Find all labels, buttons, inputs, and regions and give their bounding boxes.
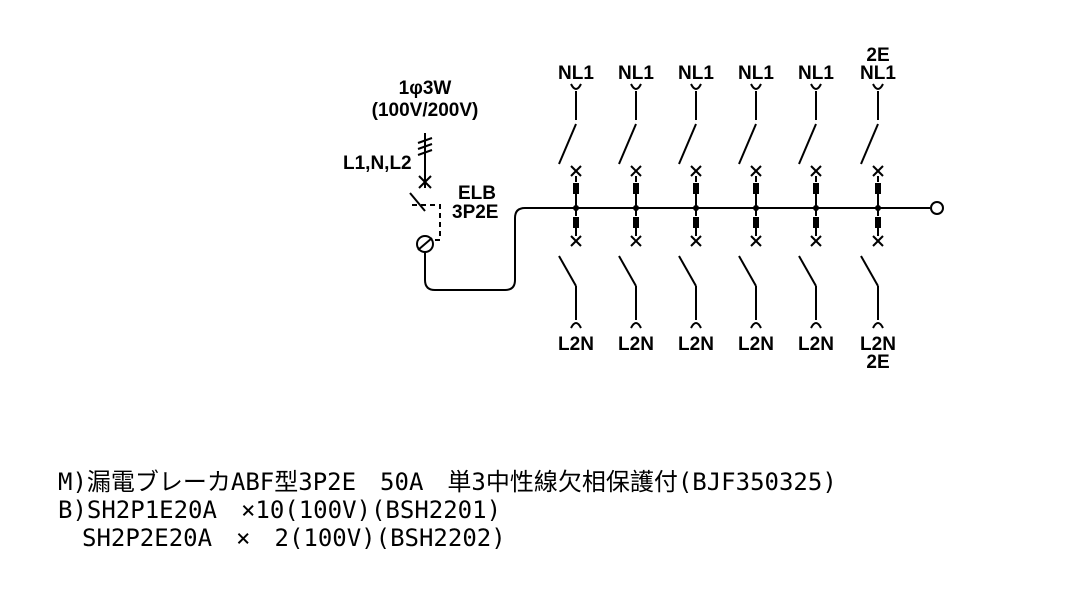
branch-top-label: 2E	[866, 45, 889, 66]
branch-top-label: NL1	[798, 63, 834, 84]
voltage-label: (100V/200V)	[372, 100, 479, 121]
branch-top-label: NL1	[558, 63, 594, 84]
branch-top-label: NL1	[738, 63, 774, 84]
spec-line-branch-1: B)SH2P1E20A ×10(100V)(BSH2201)	[58, 496, 501, 524]
elb-type-label: 3P2E	[452, 202, 498, 223]
branch-bottom-label: L2N	[618, 334, 654, 355]
lines-label: L1,N,L2	[343, 153, 412, 174]
branch-bottom-label: L2N	[738, 334, 774, 355]
branch-top-label: NL1	[618, 63, 654, 84]
branch-bottom-label: 2E	[866, 352, 889, 373]
branch-bottom-label: L2N	[678, 334, 714, 355]
incoming-feed	[417, 133, 433, 189]
branch-bottom-label: L2N	[860, 334, 896, 355]
phase-label: 1φ3W	[399, 78, 452, 99]
spec-line-main: M)漏電ブレーカABF型3P2E 50A 単3中性線欠相保護付(BJF35032…	[58, 468, 837, 496]
branch-top-label: NL1	[678, 63, 714, 84]
branch-top-label: NL1	[860, 63, 896, 84]
main-elb-breaker	[409, 192, 944, 291]
elb-label: ELB	[458, 183, 496, 204]
spec-line-branch-2: SH2P2E20A × 2(100V)(BSH2202)	[58, 524, 506, 552]
branch-bottom-label: L2N	[558, 334, 594, 355]
branch-bottom-label: L2N	[798, 334, 834, 355]
